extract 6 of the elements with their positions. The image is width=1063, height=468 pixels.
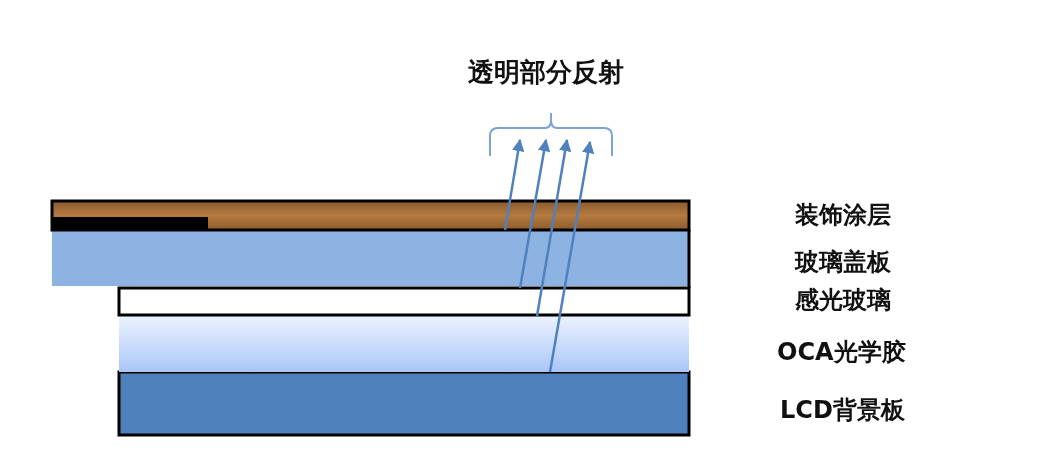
layer-label: 感光玻璃 bbox=[795, 286, 891, 314]
layer-label: LCD背景板 bbox=[780, 396, 905, 424]
layer-label: OCA光学胶 bbox=[777, 338, 906, 366]
layer-label: 玻璃盖板 bbox=[795, 248, 891, 276]
layer-label: 装饰涂层 bbox=[795, 201, 891, 229]
heading: 透明部分反射 bbox=[468, 57, 624, 87]
